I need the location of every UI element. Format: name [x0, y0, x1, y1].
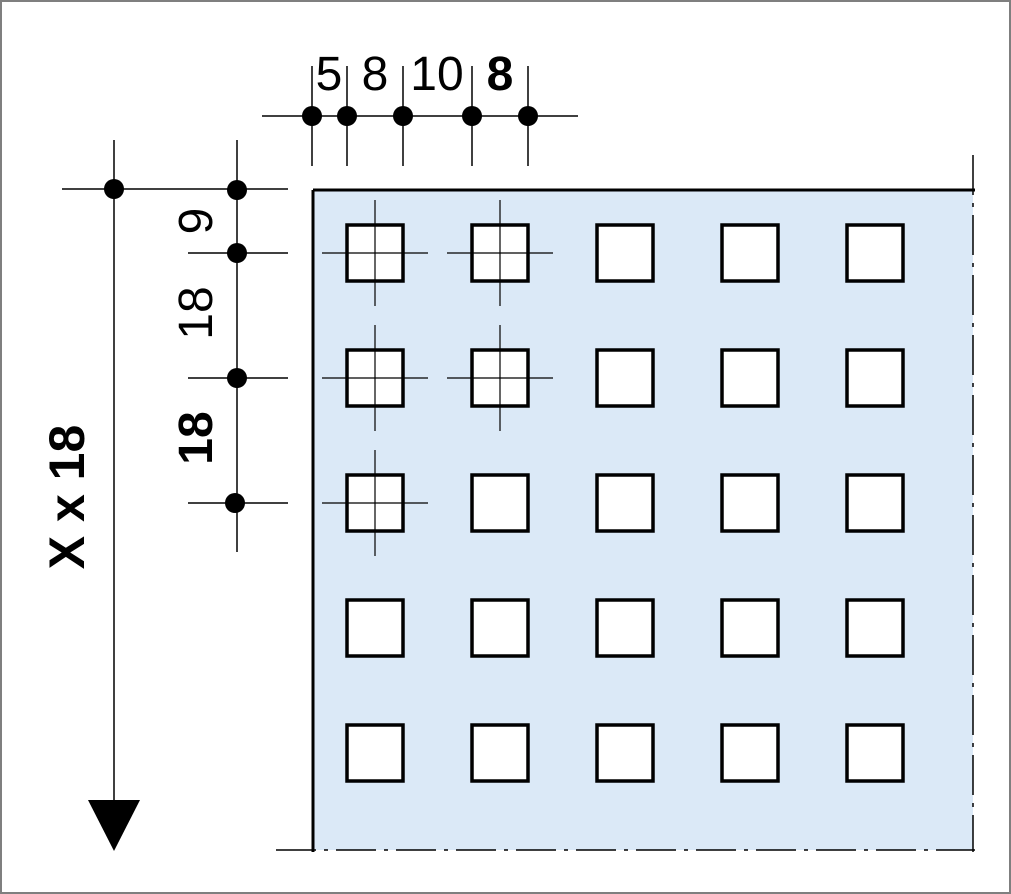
square-hole	[595, 473, 655, 533]
square-hole	[845, 598, 905, 658]
dimension-dot	[225, 493, 245, 513]
square-hole	[845, 223, 905, 283]
top-dim-label-1: 5	[316, 48, 343, 101]
square-hole	[595, 598, 655, 658]
square-hole	[595, 223, 655, 283]
left-dim-label-3: 18	[170, 411, 223, 464]
dimension-dot	[462, 106, 482, 126]
dimension-dot	[104, 179, 124, 199]
dimension-dot	[302, 106, 322, 126]
square-hole	[845, 473, 905, 533]
square-hole	[720, 723, 780, 783]
square-holes-grid	[322, 200, 905, 783]
square-hole	[595, 723, 655, 783]
top-dim-label-2: 8	[362, 48, 389, 101]
square-hole	[345, 723, 405, 783]
dimension-dot	[227, 368, 247, 388]
top-dim-label-4: 8	[487, 48, 514, 101]
top-dim-label-3: 10	[410, 48, 463, 101]
square-hole	[845, 723, 905, 783]
overall-dimension: X x 18	[39, 140, 288, 851]
left-dim-label-2: 18	[170, 286, 223, 339]
arrow-down-icon	[88, 800, 140, 851]
dimension-dot	[227, 243, 247, 263]
overall-dim-label: X x 18	[39, 425, 95, 570]
square-hole	[845, 348, 905, 408]
top-dimension-chain: 5 8 10 8	[262, 48, 578, 166]
dimension-dot	[393, 106, 413, 126]
square-hole	[720, 223, 780, 283]
square-hole	[595, 348, 655, 408]
square-hole	[720, 598, 780, 658]
dimension-dot	[337, 106, 357, 126]
square-hole	[470, 723, 530, 783]
dimension-dot	[518, 106, 538, 126]
square-hole	[720, 473, 780, 533]
square-hole	[470, 473, 530, 533]
left-dimension-chain: 9 18 18	[170, 140, 288, 552]
square-hole	[720, 348, 780, 408]
square-hole	[470, 598, 530, 658]
square-hole	[345, 598, 405, 658]
left-dim-label-1: 9	[170, 208, 223, 235]
dimension-dot	[227, 180, 247, 200]
